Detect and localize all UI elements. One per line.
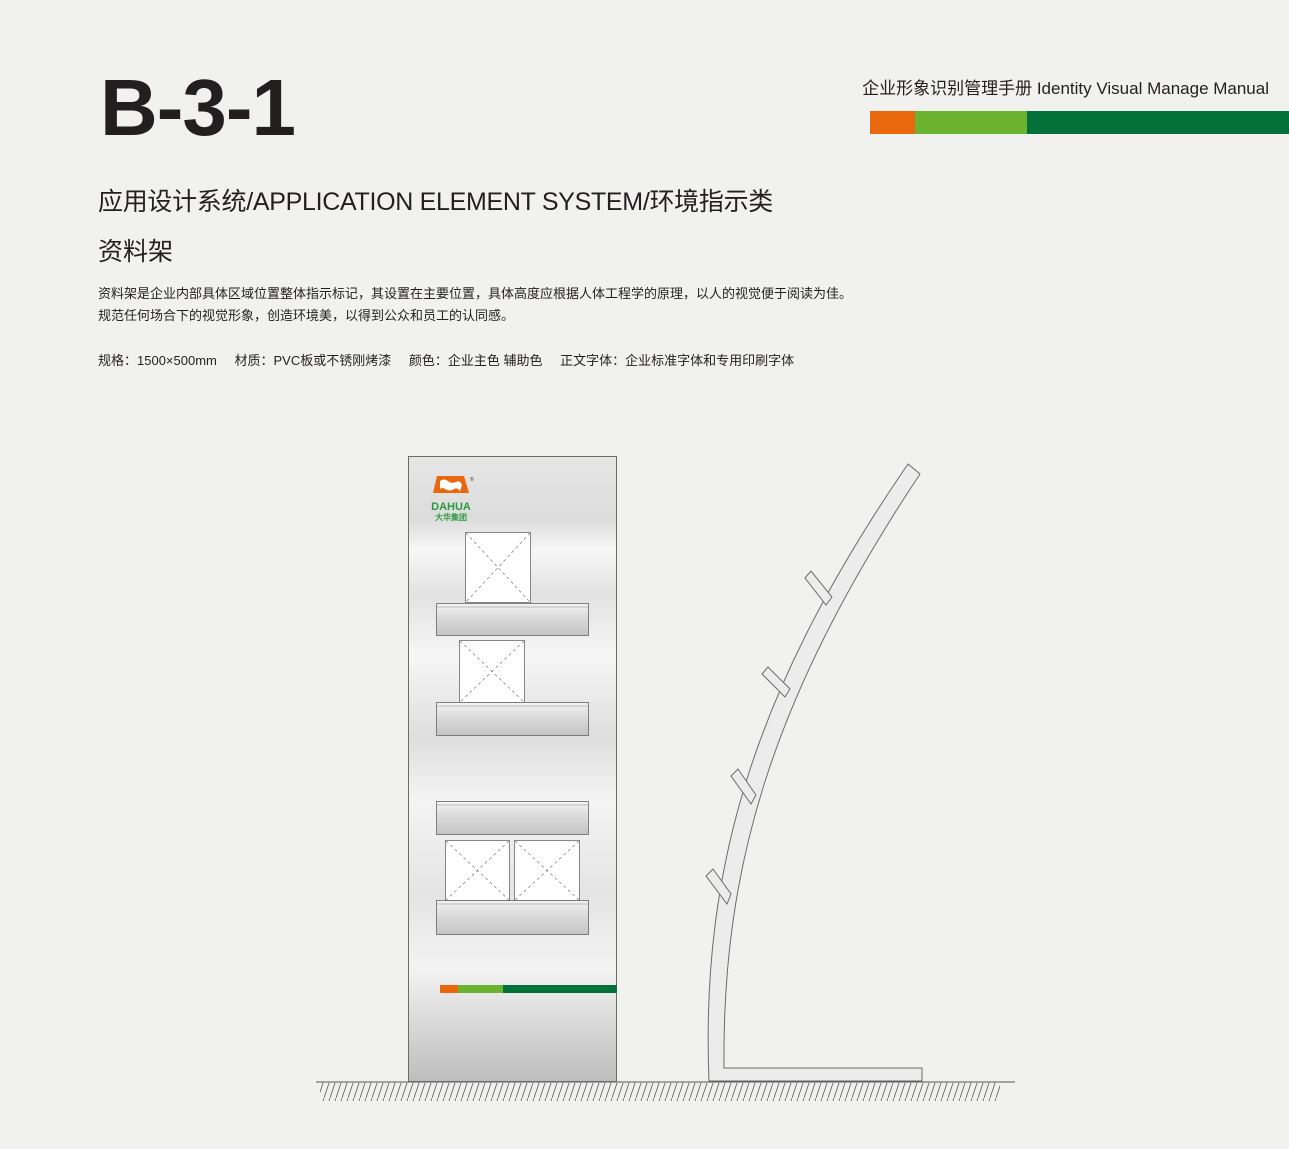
side-shelf-1: [804, 570, 833, 606]
section-title: 应用设计系统/APPLICATION ELEMENT SYSTEM/环境指示类: [98, 188, 773, 216]
side-shelf-4: [705, 868, 732, 906]
spec-font: 正文字体：企业标准字体和专用印刷字体: [560, 353, 795, 368]
rack-side-view: [705, 463, 923, 1082]
color-dark-green: [1027, 111, 1289, 134]
shelf-3: [436, 801, 589, 835]
spec-size: 规格：1500×500mm: [98, 353, 217, 368]
description: 资料架是企业内部具体区域位置整体指示标记，其设置在主要位置，具体高度应根据人体工…: [98, 283, 852, 327]
brand-color-bar: [870, 111, 1289, 134]
brochure-slot-4: [514, 840, 580, 901]
brochure-slot-2: [459, 640, 525, 703]
shelf-2: [436, 702, 589, 736]
brochure-slot-1: [465, 532, 531, 603]
color-green: [915, 111, 1027, 134]
item-title: 资料架: [98, 238, 174, 266]
spec-material: 材质：PVC板或不锈刚烤漆: [234, 353, 392, 368]
side-shelf-2: [761, 666, 791, 698]
side-shelf-3: [730, 768, 757, 805]
registered-mark: ®: [470, 476, 474, 483]
shelf-4: [436, 900, 589, 935]
specifications: 规格：1500×500mm 材质：PVC板或不锈刚烤漆 颜色：企业主色 辅助色 …: [98, 350, 808, 369]
spec-color: 颜色：企业主色 辅助色: [408, 353, 543, 368]
dahua-logo: DAHUA 大华集团 ®: [431, 476, 474, 522]
panel-color-strip: [440, 985, 617, 993]
color-orange: [870, 111, 915, 134]
logo-name-cn: 大华集团: [435, 512, 467, 522]
brochure-slot-3: [445, 840, 510, 901]
logo-name-en: DAHUA: [431, 501, 471, 513]
description-line-2: 规范任何场合下的视觉形象，创造环境美，以得到公众和员工的认同感。: [98, 308, 515, 323]
description-line-1: 资料架是企业内部具体区域位置整体指示标记，其设置在主要位置，具体高度应根据人体工…: [98, 286, 853, 301]
shelf-1: [436, 603, 589, 636]
ground-hatch: [320, 1083, 1000, 1101]
manual-title: 企业形象识别管理手册 Identity Visual Manage Manual: [862, 79, 1269, 98]
page-code: B-3-1: [100, 63, 296, 152]
